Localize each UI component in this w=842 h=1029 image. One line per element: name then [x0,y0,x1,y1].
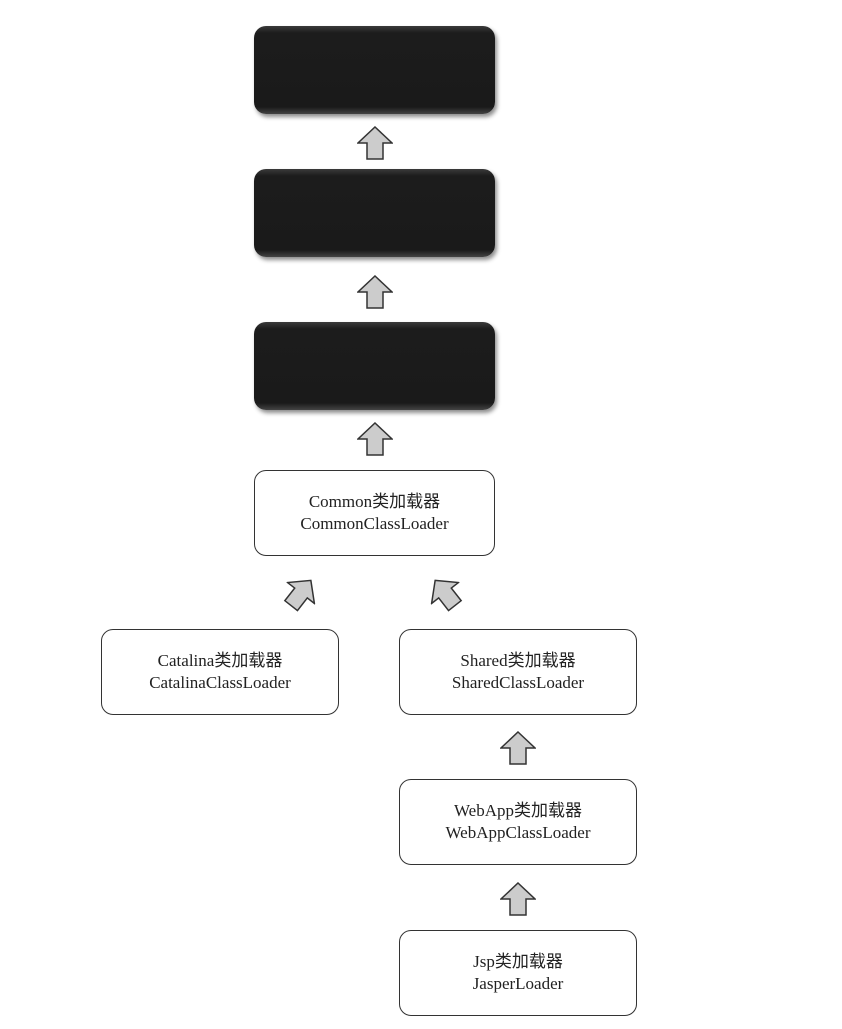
up-arrow-icon [357,126,393,160]
node-name: SharedClassLoader [451,673,585,692]
diagonal-up-right-arrow-icon [283,579,316,612]
up-arrow-icon [500,882,536,916]
node-name: CommonClassLoader [300,514,449,533]
redacted-loader-box-3 [254,322,495,410]
node-title: Shared类加载器 [460,651,576,670]
redacted-loader-box-1 [254,26,495,114]
common-classloader-node: Common类加载器 CommonClassLoader [254,470,495,556]
redacted-loader-box-2 [254,169,495,257]
up-arrow-icon [357,275,393,309]
webapp-classloader-node: WebApp类加载器 WebAppClassLoader [399,779,637,865]
diagonal-up-left-arrow-icon [430,579,463,612]
node-name: CatalinaClassLoader [149,673,291,692]
node-title: WebApp类加载器 [453,801,582,820]
node-title: Jsp类加载器 [473,952,563,971]
up-arrow-icon [500,731,536,765]
node-name: JasperLoader [472,974,564,993]
node-title: Common类加载器 [308,492,441,511]
node-title: Catalina类加载器 [157,651,283,670]
catalina-classloader-node: Catalina类加载器 CatalinaClassLoader [101,629,339,715]
up-arrow-icon [357,422,393,456]
shared-classloader-node: Shared类加载器 SharedClassLoader [399,629,637,715]
node-name: WebAppClassLoader [445,823,591,842]
jsp-classloader-node: Jsp类加载器 JasperLoader [399,930,637,1016]
